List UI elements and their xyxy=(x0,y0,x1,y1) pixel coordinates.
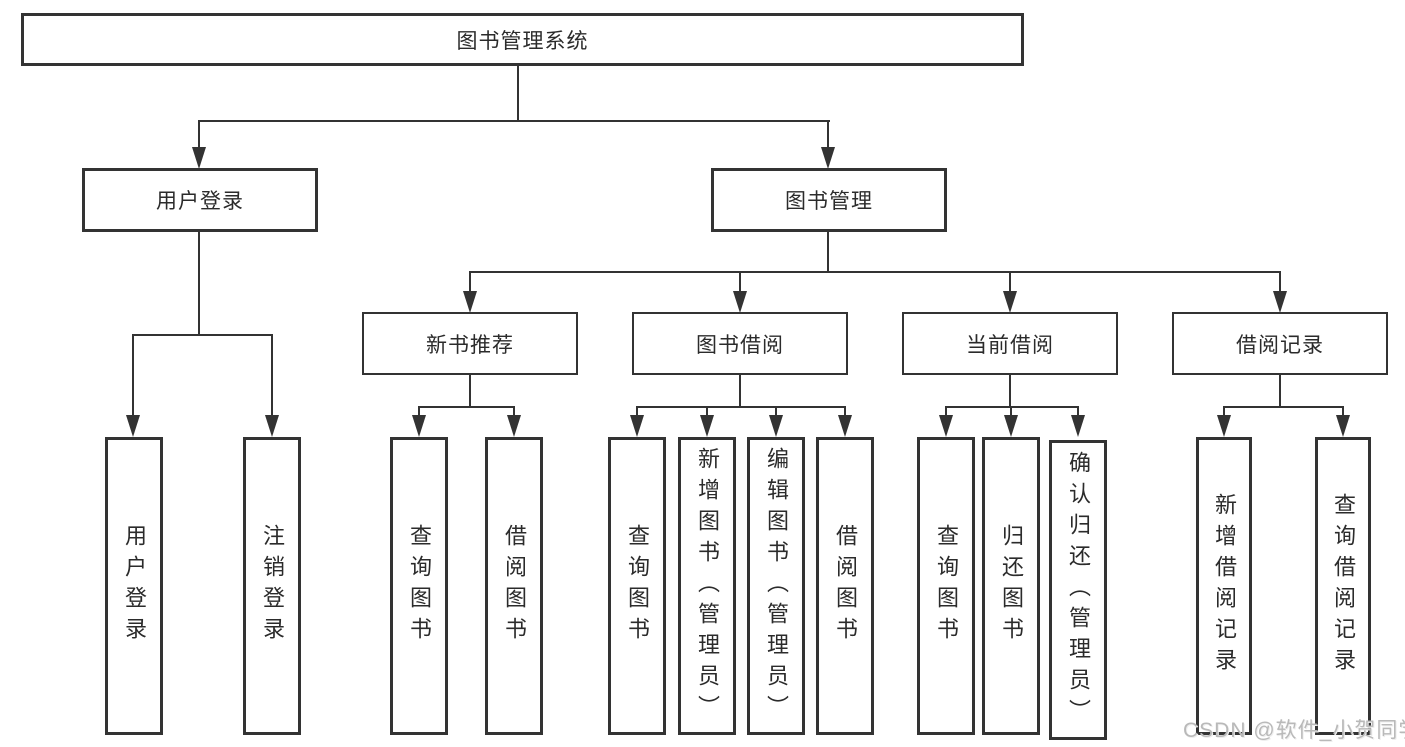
leaf-user-login: 用户登录 xyxy=(105,437,163,735)
leaf-label: 借阅图书 xyxy=(833,524,858,648)
connector-s2-drop2 xyxy=(706,406,708,418)
arrowhead-s2-leaf3 xyxy=(769,415,783,437)
csdn-watermark: CSDN @软件_小贺同学 xyxy=(1183,719,1405,742)
leaf-user-login-label: 用户登录 xyxy=(122,524,147,648)
connector-s4-drop1 xyxy=(1223,406,1225,418)
arrowhead-s1-leaf1 xyxy=(412,415,426,437)
leaf-label: 借阅图书 xyxy=(502,524,527,648)
leaf-edit-books-admin: 编辑图书（管理员） xyxy=(747,437,805,735)
leaf-label: 查询借阅记录 xyxy=(1331,493,1356,679)
connector-s3-drop1 xyxy=(945,406,947,418)
arrowhead-borrow-records xyxy=(1273,291,1287,313)
connector-s4-drop2 xyxy=(1342,406,1344,418)
connector-root-stub xyxy=(517,66,519,122)
connector-s1-drop2 xyxy=(513,406,515,418)
branch-book-management: 图书管理 xyxy=(711,168,947,232)
section-current-borrow-label: 当前借阅 xyxy=(966,333,1054,357)
arrowhead-user-login xyxy=(192,147,206,169)
arrowhead-current-borrow xyxy=(1003,291,1017,313)
branch-book-management-label: 图书管理 xyxy=(785,190,873,213)
connector-drop-borrow-records xyxy=(1279,271,1281,293)
leaf-label: 查询图书 xyxy=(407,524,432,648)
connector-drop-leaf-login xyxy=(132,334,134,418)
connector-drop-leaf-logout xyxy=(271,334,273,418)
section-new-books-label: 新书推荐 xyxy=(426,333,514,357)
arrowhead-s3-leaf2 xyxy=(1004,415,1018,437)
root-node: 图书管理系统 xyxy=(21,13,1024,66)
arrowhead-book-mgmt xyxy=(821,147,835,169)
connector-drop-book-mgmt xyxy=(827,120,829,150)
connector-s2-stub xyxy=(739,375,741,408)
arrowhead-s3-leaf3 xyxy=(1071,415,1085,437)
leaf-label: 查询图书 xyxy=(934,524,959,648)
arrowhead-s2-leaf2 xyxy=(700,415,714,437)
leaf-query-books-s1: 查询图书 xyxy=(390,437,448,735)
connector-s1-rail xyxy=(418,406,515,408)
connector-user-login-rail xyxy=(132,334,273,336)
leaf-label: 查询图书 xyxy=(625,524,650,648)
leaf-label: 编辑图书（管理员） xyxy=(764,446,789,726)
leaf-label: 新增图书（管理员） xyxy=(695,446,720,726)
connector-drop-book-borrow xyxy=(739,271,741,293)
arrowhead-leaf-login xyxy=(126,415,140,437)
connector-s2-drop1 xyxy=(636,406,638,418)
connector-s4-stub xyxy=(1279,375,1281,408)
leaf-label: 归还图书 xyxy=(999,524,1024,648)
arrowhead-leaf-logout xyxy=(265,415,279,437)
connector-s3-drop2 xyxy=(1010,406,1012,418)
arrowhead-s1-leaf2 xyxy=(507,415,521,437)
leaf-query-books-s2: 查询图书 xyxy=(608,437,666,735)
arrowhead-s4-leaf2 xyxy=(1336,415,1350,437)
leaf-label: 确认归还（管理员） xyxy=(1066,450,1091,730)
section-current-borrow: 当前借阅 xyxy=(902,312,1118,375)
leaf-confirm-return-admin: 确认归还（管理员） xyxy=(1049,440,1107,740)
leaf-query-books-s3: 查询图书 xyxy=(917,437,975,735)
connector-s4-rail xyxy=(1223,406,1344,408)
leaf-borrow-books-s2: 借阅图书 xyxy=(816,437,874,735)
section-book-borrow-label: 图书借阅 xyxy=(696,333,784,357)
connector-s3-drop3 xyxy=(1077,406,1079,418)
arrowhead-s4-leaf1 xyxy=(1217,415,1231,437)
connector-drop-user-login xyxy=(198,120,200,150)
arrowhead-s2-leaf4 xyxy=(838,415,852,437)
section-book-borrow: 图书借阅 xyxy=(632,312,848,375)
leaf-borrow-books-s1: 借阅图书 xyxy=(485,437,543,735)
connector-s1-drop1 xyxy=(418,406,420,418)
branch-user-login: 用户登录 xyxy=(82,168,318,232)
root-node-label: 图书管理系统 xyxy=(456,29,589,53)
connector-book-mgmt-stub xyxy=(827,232,829,273)
connector-level3-rail xyxy=(469,271,1281,273)
section-borrow-records-label: 借阅记录 xyxy=(1236,333,1324,357)
connector-drop-new-books xyxy=(469,271,471,293)
section-new-books: 新书推荐 xyxy=(362,312,578,375)
leaf-logout: 注销登录 xyxy=(243,437,301,735)
connector-level2-rail xyxy=(199,120,830,122)
connector-s2-rail xyxy=(636,406,846,408)
leaf-query-borrow-record: 查询借阅记录 xyxy=(1315,437,1371,735)
branch-user-login-label: 用户登录 xyxy=(156,190,244,213)
leaf-add-books-admin: 新增图书（管理员） xyxy=(678,437,736,735)
arrowhead-s3-leaf1 xyxy=(939,415,953,437)
connector-s2-drop4 xyxy=(844,406,846,418)
arrowhead-book-borrow xyxy=(733,291,747,313)
section-borrow-records: 借阅记录 xyxy=(1172,312,1388,375)
leaf-logout-label: 注销登录 xyxy=(260,524,285,648)
arrowhead-s2-leaf1 xyxy=(630,415,644,437)
connector-user-login-stub xyxy=(198,232,200,336)
connector-s2-drop3 xyxy=(775,406,777,418)
connector-drop-current-borrow xyxy=(1009,271,1011,293)
connector-s1-stub xyxy=(469,375,471,408)
arrowhead-new-books xyxy=(463,291,477,313)
leaf-add-borrow-record: 新增借阅记录 xyxy=(1196,437,1252,735)
connector-s3-stub xyxy=(1009,375,1011,408)
connector-s3-rail xyxy=(945,406,1079,408)
leaf-label: 新增借阅记录 xyxy=(1212,493,1237,679)
leaf-return-books: 归还图书 xyxy=(982,437,1040,735)
